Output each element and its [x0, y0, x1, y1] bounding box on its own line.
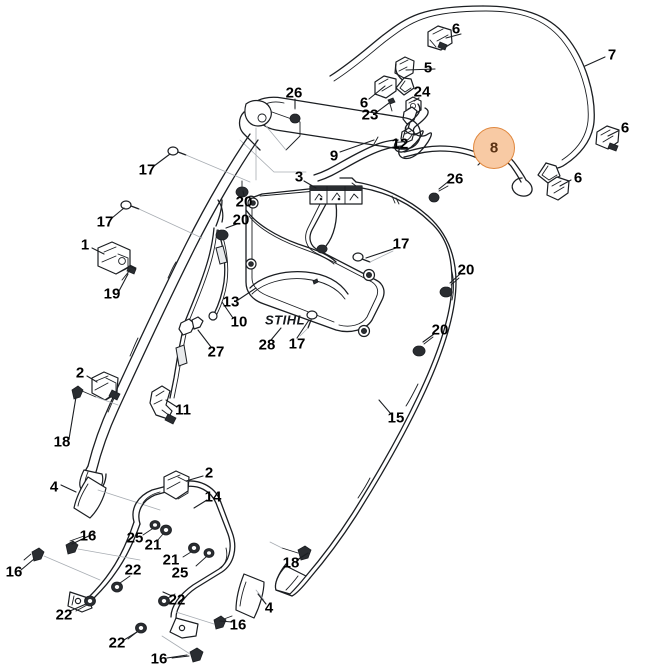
bolt-16-c	[175, 611, 233, 630]
highlight-circle-part-8[interactable]	[473, 127, 515, 169]
clip-6-right	[595, 125, 620, 152]
stihl-brand-logo: STIHL	[264, 312, 306, 328]
callout-label-21[interactable]: 21	[162, 551, 180, 569]
lower-bail-14	[67, 480, 236, 639]
callout-label-27[interactable]: 27	[207, 343, 225, 361]
callout-label-13[interactable]: 13	[222, 293, 240, 311]
clip-17-console-upper	[352, 250, 394, 263]
bolt-18-lower	[269, 541, 312, 564]
callout-label-7[interactable]: 7	[607, 46, 617, 64]
bolt-18-upper	[71, 385, 119, 406]
clip-5-bracket	[394, 56, 415, 96]
bolt-16-d	[161, 635, 204, 663]
washers-25-21-left	[142, 520, 172, 542]
callout-label-12[interactable]: 12	[391, 135, 409, 153]
nut-20-right-lower	[412, 336, 434, 357]
upper-handlebar-crossbar-9	[249, 96, 422, 150]
callout-label-9[interactable]: 9	[329, 147, 339, 165]
callout-label-8[interactable]: 8	[489, 139, 499, 157]
callout-label-16[interactable]: 16	[5, 563, 23, 581]
callout-label-1[interactable]: 1	[80, 236, 90, 254]
callout-label-18[interactable]: 18	[282, 554, 300, 572]
callout-label-2[interactable]: 2	[204, 464, 214, 482]
clip-6-mid	[374, 75, 397, 99]
callout-label-21[interactable]: 21	[144, 536, 162, 554]
callout-label-25[interactable]: 25	[171, 564, 189, 582]
wire-harness-group	[329, 5, 595, 184]
cable-27-10	[169, 199, 223, 399]
lever-11	[149, 385, 177, 425]
callout-label-26[interactable]: 26	[285, 84, 303, 102]
callout-label-16[interactable]: 16	[229, 616, 247, 634]
callout-label-14[interactable]: 14	[204, 488, 222, 506]
callout-label-16[interactable]: 16	[150, 650, 168, 667]
clip-6-lower-right	[546, 176, 570, 201]
grip-4-right	[235, 573, 265, 619]
clip-17-console-lower	[299, 310, 318, 337]
callout-label-25[interactable]: 25	[126, 529, 144, 547]
callout-label-26[interactable]: 26	[446, 170, 464, 188]
callout-label-19[interactable]: 19	[103, 285, 121, 303]
right-upper-tube	[274, 177, 457, 597]
clamp-2-upper	[91, 371, 121, 401]
callout-label-20[interactable]: 20	[457, 261, 475, 279]
callout-label-4[interactable]: 4	[264, 599, 274, 617]
washers-21-25-right	[182, 542, 215, 567]
bolt-16-b	[23, 547, 101, 581]
callout-label-28[interactable]: 28	[258, 336, 276, 354]
callout-label-22[interactable]: 22	[108, 634, 126, 652]
callout-label-3[interactable]: 3	[294, 168, 304, 186]
callout-label-20[interactable]: 20	[232, 211, 250, 229]
callout-label-2[interactable]: 2	[75, 364, 85, 382]
grip-4-left	[73, 476, 161, 519]
callout-label-20[interactable]: 20	[235, 193, 253, 211]
callout-label-20[interactable]: 20	[431, 321, 449, 339]
nut-20-upper	[235, 180, 249, 198]
callout-label-6[interactable]: 6	[451, 20, 461, 38]
callout-label-11[interactable]: 11	[175, 401, 191, 419]
callout-label-6[interactable]: 6	[573, 169, 583, 187]
callout-label-22[interactable]: 22	[55, 606, 73, 624]
callout-label-22[interactable]: 22	[124, 561, 142, 579]
clip-17-lower	[120, 200, 203, 239]
nut-26-right	[428, 185, 449, 203]
bolt-16-a	[65, 535, 141, 561]
callout-label-22[interactable]: 22	[168, 591, 186, 609]
callout-label-6[interactable]: 6	[359, 94, 369, 112]
nut-20-right-upper	[439, 277, 460, 298]
callout-label-17[interactable]: 17	[138, 161, 156, 179]
clamp-2-lower	[163, 470, 190, 500]
callout-label-5[interactable]: 5	[423, 59, 433, 77]
nut-20-lower	[215, 229, 229, 241]
clip-17-upper	[167, 146, 251, 183]
callout-label-16[interactable]: 16	[79, 527, 97, 545]
callout-label-15[interactable]: 15	[387, 409, 405, 427]
callout-label-17[interactable]: 17	[392, 235, 410, 253]
leader-lines-group	[20, 33, 619, 659]
callout-label-23[interactable]: 23	[361, 106, 379, 124]
clip-6-top	[427, 25, 453, 51]
bolt-19	[121, 265, 137, 281]
callout-label-17[interactable]: 17	[96, 213, 114, 231]
callout-label-10[interactable]: 10	[230, 313, 248, 331]
callout-label-18[interactable]: 18	[53, 433, 71, 451]
throttle-cable-10	[208, 199, 229, 321]
warning-decal-3	[309, 185, 363, 254]
callout-label-4[interactable]: 4	[49, 478, 59, 496]
callout-label-6[interactable]: 6	[620, 119, 630, 137]
screw-23	[387, 97, 396, 112]
callout-label-24[interactable]: 24	[413, 83, 431, 101]
callout-label-17[interactable]: 17	[288, 335, 306, 353]
